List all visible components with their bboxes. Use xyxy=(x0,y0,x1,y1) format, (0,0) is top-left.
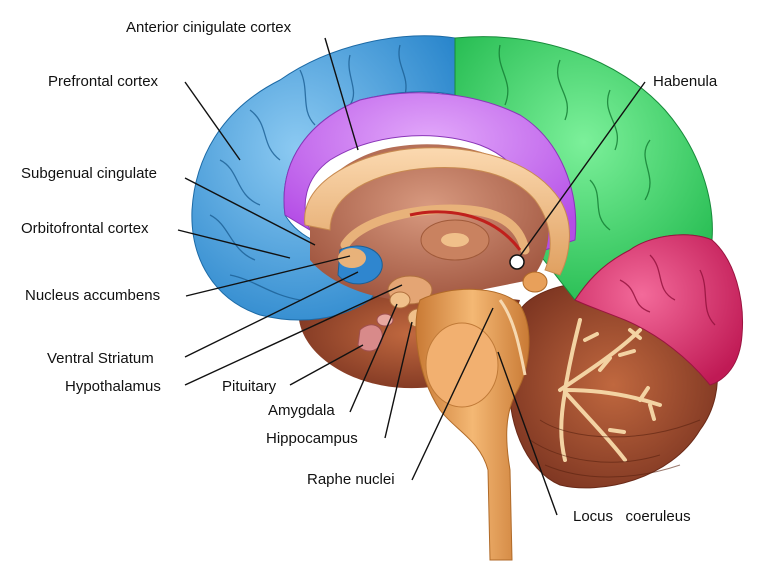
corpus-callosum xyxy=(304,147,570,276)
parietal-gyri xyxy=(498,44,651,231)
leader-raphe xyxy=(411,307,494,481)
thalamus-highlight xyxy=(441,233,469,247)
red-vessel xyxy=(409,210,522,251)
leader-orbitofrontal xyxy=(177,229,291,259)
habenula-marker xyxy=(509,254,525,270)
leader-anterior-cingulate xyxy=(324,37,359,151)
label-raphe-nuclei: Raphe nuclei xyxy=(307,471,395,488)
amygdala-shape xyxy=(389,291,411,309)
label-pituitary: Pituitary xyxy=(222,378,277,395)
aqueduct xyxy=(498,299,527,376)
label-subgenual-cingulate: Subgenual cingulate xyxy=(21,165,157,182)
occipital-gyri xyxy=(619,254,716,326)
cingulate-cortex-shape xyxy=(283,92,577,251)
leader-subgenual xyxy=(184,177,316,246)
cerebellum-folia xyxy=(529,419,701,478)
label-anterior-cingulate: Anterior cinigulate cortex xyxy=(126,19,292,36)
leader-nucleus-accumbens xyxy=(185,255,351,297)
label-habenula: Habenula xyxy=(653,73,718,90)
label-nucleus-accumbens: Nucleus accumbens xyxy=(25,287,161,304)
leader-hypothalamus xyxy=(184,284,403,386)
nucleus-accumbens-core xyxy=(338,248,366,268)
label-ventral-striatum: Ventral Striatum xyxy=(47,350,154,367)
leader-hippocampus xyxy=(384,321,413,439)
label-amygdala: Amygdala xyxy=(268,402,335,419)
leader-prefrontal xyxy=(184,81,241,161)
leader-lines xyxy=(177,37,646,516)
label-prefrontal-cortex: Prefrontal cortex xyxy=(48,73,159,90)
label-locus-coeruleus: Locus coeruleus xyxy=(573,508,691,525)
leader-locus-coeruleus xyxy=(497,351,558,516)
leader-amygdala xyxy=(349,303,398,413)
label-orbitofrontal-cortex: Orbitofrontal cortex xyxy=(21,220,149,237)
label-hypothalamus: Hypothalamus xyxy=(65,378,161,395)
label-hippocampus: Hippocampus xyxy=(266,430,358,447)
midbrain-colliculus xyxy=(522,271,548,293)
prefrontal-gyri xyxy=(209,44,407,301)
leader-habenula xyxy=(519,81,646,257)
pons xyxy=(425,322,499,408)
leader-pituitary xyxy=(289,344,364,386)
cerebellum-arbor xyxy=(558,318,662,462)
leader-ventral-striatum xyxy=(184,271,359,358)
fornix xyxy=(340,204,530,255)
